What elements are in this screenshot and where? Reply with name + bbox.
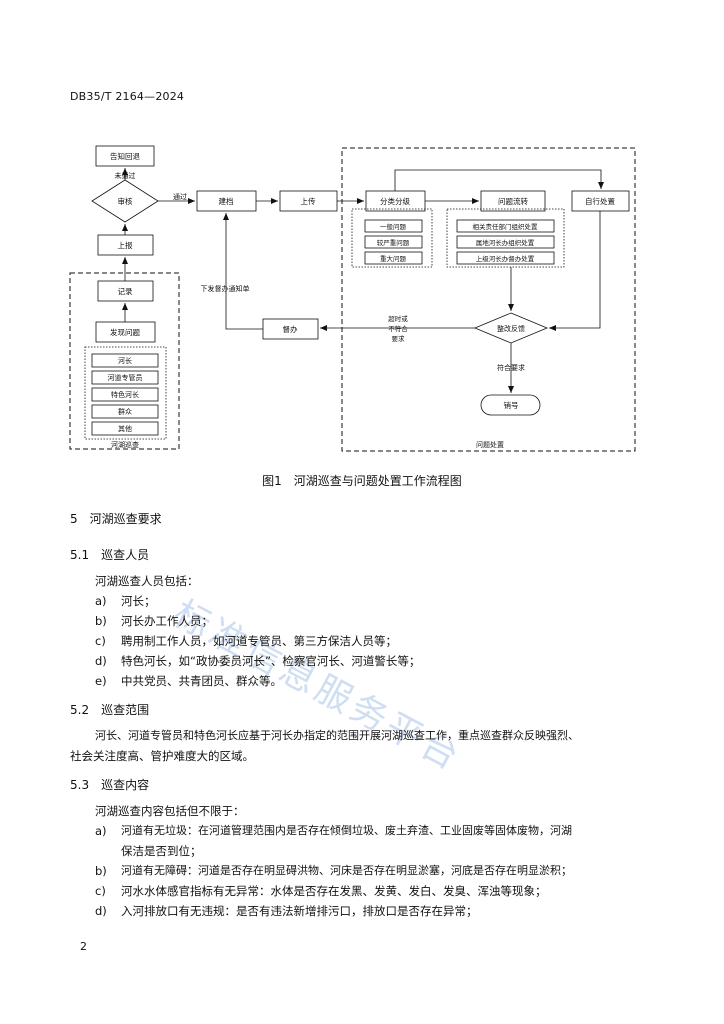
list-item-key: d) (95, 654, 107, 668)
route-superior-office: 上级河长办督办处置 (476, 254, 535, 263)
upload-node: 上传 (301, 196, 316, 206)
list-item-text: 河长办工作人员； (121, 614, 213, 628)
list-item-key: d) (95, 904, 107, 918)
finder-public: 群众 (118, 407, 132, 416)
supervision-notice-label: 下发督办通知单 (201, 284, 250, 293)
overdue-label-2: 不符合 (388, 324, 408, 333)
route-local-office: 属地河长办组织处置 (476, 238, 535, 247)
record-node: 记录 (118, 287, 133, 296)
patrol-group-box (69, 272, 180, 450)
rectify-feedback-node: 整改反馈 (497, 324, 525, 333)
document-code: DB35/T 2164—2024 (70, 90, 185, 103)
route-inner-box (446, 208, 565, 268)
list-item-text: 河长； (121, 594, 156, 608)
content-b: 河道有无障碍：河道是否存在明显碍洪物、河床是否存在明显淤塞，河底是否存在明显淤积… (121, 864, 572, 877)
content-a-line-1: 河道有无垃圾：在河道管理范围内是否存在倾倒垃圾、废土弃渣、工业固废等固体废物，河… (121, 824, 572, 837)
content-d: 入河排放口有无违规：是否有违法新增排污口，排放口是否存在异常； (121, 904, 478, 918)
route-department: 相关责任部门组织处置 (473, 222, 539, 231)
section-5-3-heading: 5.3 巡查内容 (70, 778, 150, 792)
report-node: 上报 (118, 240, 133, 250)
review-node: 审核 (118, 196, 133, 206)
self-handle-node: 自行处置 (585, 196, 615, 206)
overdue-label-3: 要求 (392, 334, 406, 343)
list-item-text: 聘用制工作人员，如河道专管员、第三方保洁人员等； (121, 634, 397, 648)
not-passed-label: 未通过 (115, 171, 136, 180)
section-5-heading: 5 河湖巡查要求 (70, 512, 162, 526)
handling-group-box (341, 147, 636, 452)
list-item-key: c) (95, 634, 106, 648)
finder-special-chief: 特色河长 (111, 390, 139, 399)
content-c: 河水水体感官指标有无异常：水体是否存在发黑、发黄、发白、发臭、浑浊等现象； (121, 884, 547, 898)
content-a-line-2: 保洁是否到位； (121, 844, 202, 858)
section-5-2-line-1: 河长、河道专管员和特色河长应基于河长办指定的范围开展河湖巡查工作，重点巡查群众反… (95, 729, 579, 742)
finder-other: 其他 (118, 424, 132, 433)
finder-inner-box (84, 346, 167, 440)
section-5-1-intro: 河湖巡查人员包括： (95, 574, 199, 588)
close-out-node: 销号 (504, 400, 519, 410)
section-5-3-intro: 河湖巡查内容包括但不限于： (95, 804, 245, 818)
list-item-key: b) (95, 864, 107, 878)
list-item-key: a) (95, 594, 107, 608)
handling-group-label: 问题处置 (476, 440, 504, 449)
passed-label: 通过 (173, 192, 187, 201)
list-item-key: b) (95, 614, 107, 628)
classify-node: 分类分级 (380, 196, 410, 206)
meets-requirement-label: 符合要求 (497, 363, 525, 372)
level-major: 重大问题 (380, 254, 407, 263)
list-item-key: c) (95, 884, 106, 898)
finder-river-chief: 河长 (118, 356, 132, 365)
review-diamond (91, 179, 159, 223)
find-problem-node: 发现问题 (110, 327, 140, 337)
finder-river-manager: 河道专管员 (108, 373, 143, 382)
list-item-text: 中共党员、共青团员、群众等。 (121, 674, 282, 688)
section-5-2-line-2: 社会关注度高、管护难度大的区域。 (70, 749, 254, 763)
figure-caption: 图1 河湖巡查与问题处置工作流程图 (262, 474, 462, 488)
patrol-group-label: 河湖巡查 (111, 440, 139, 449)
level-inner-box (351, 208, 433, 268)
list-item-key: a) (95, 824, 107, 838)
supervise-node: 督办 (283, 324, 298, 334)
list-item-text: 特色河长，如“政协委员河长”、检察官河长、河道警长等； (121, 654, 421, 668)
level-general: 一般问题 (380, 222, 407, 231)
section-5-1-heading: 5.1 巡查人员 (70, 548, 150, 562)
level-serious: 较严重问题 (377, 238, 410, 247)
filing-node: 建档 (219, 196, 234, 206)
overdue-label-1: 超时或 (388, 314, 408, 323)
list-item-key: e) (95, 674, 107, 688)
workflow-diagram: 告知回退 未通过 审核 通过 上报 记录 发现问题 河长 河道专管员 特色河长 … (69, 145, 636, 452)
page-number: 2 (80, 940, 87, 953)
transfer-node: 问题流转 (498, 196, 528, 206)
section-5-2-heading: 5.2 巡查范围 (70, 703, 150, 717)
notify-return-node: 告知回退 (110, 151, 140, 161)
